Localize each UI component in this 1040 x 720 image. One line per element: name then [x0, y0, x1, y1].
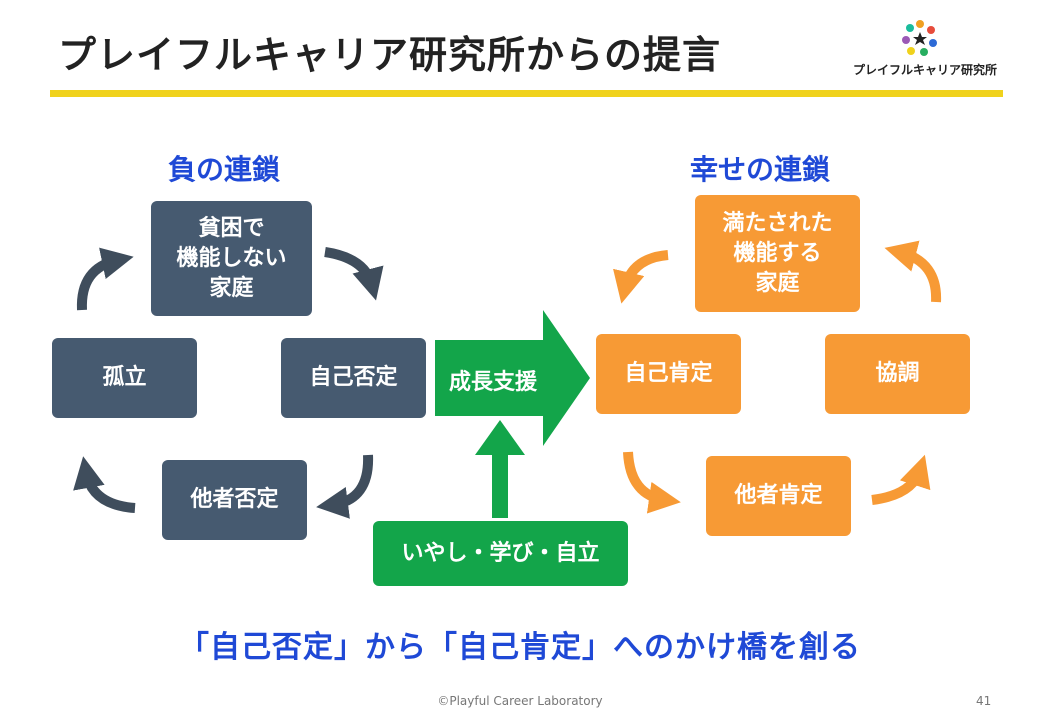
box-self-affirmation: 自己肯定	[596, 334, 741, 414]
support-up-arrow	[475, 420, 525, 518]
page-number: 41	[976, 694, 992, 708]
arrow-top-to-left-right-cycle	[613, 250, 669, 304]
growth-support-arrow	[435, 310, 590, 446]
negative-chain-heading: 負の連鎖	[168, 153, 281, 186]
arrow-top-to-right-left-cycle	[324, 247, 384, 301]
box-fulfilled-family: 満たされた 機能する 家庭	[695, 195, 860, 312]
copyright-footer: ©Playful Career Laboratory	[437, 694, 603, 708]
box-cooperation: 協調	[825, 334, 970, 414]
page-title: プレイフルキャリア研究所からの提言	[58, 33, 722, 77]
box-dysfunctional-family: 貧困で 機能しない 家庭	[151, 201, 312, 316]
growth-support-label: 成長支援	[449, 370, 538, 395]
arrow-bottom-to-left-left-cycle	[73, 456, 136, 513]
box-denial-of-others: 他者否定	[162, 460, 307, 540]
slogan: 「自己否定」から「自己肯定」へのかけ橋を創る	[179, 630, 861, 665]
arrow-right-to-top-right-cycle	[884, 240, 942, 303]
logo: プレイフルキャリア研究所	[840, 18, 1010, 88]
logo-text: プレイフルキャリア研究所	[852, 63, 997, 77]
arrow-left-to-top-left-cycle	[76, 247, 134, 311]
positive-chain-heading: 幸せの連鎖	[690, 153, 831, 186]
logo-star-icon	[902, 20, 937, 56]
box-affirmation-of-others: 他者肯定	[706, 456, 851, 536]
box-isolation: 孤立	[52, 338, 197, 418]
title-underline	[50, 90, 1003, 97]
arrow-bottom-to-right-right-cycle	[871, 454, 931, 505]
arrow-left-to-bottom-right-cycle	[623, 451, 681, 514]
arrow-right-to-bottom-left-cycle	[316, 454, 374, 519]
box-healing-learning-independence: いやし・学び・自立	[373, 521, 628, 586]
box-self-denial: 自己否定	[281, 338, 426, 418]
